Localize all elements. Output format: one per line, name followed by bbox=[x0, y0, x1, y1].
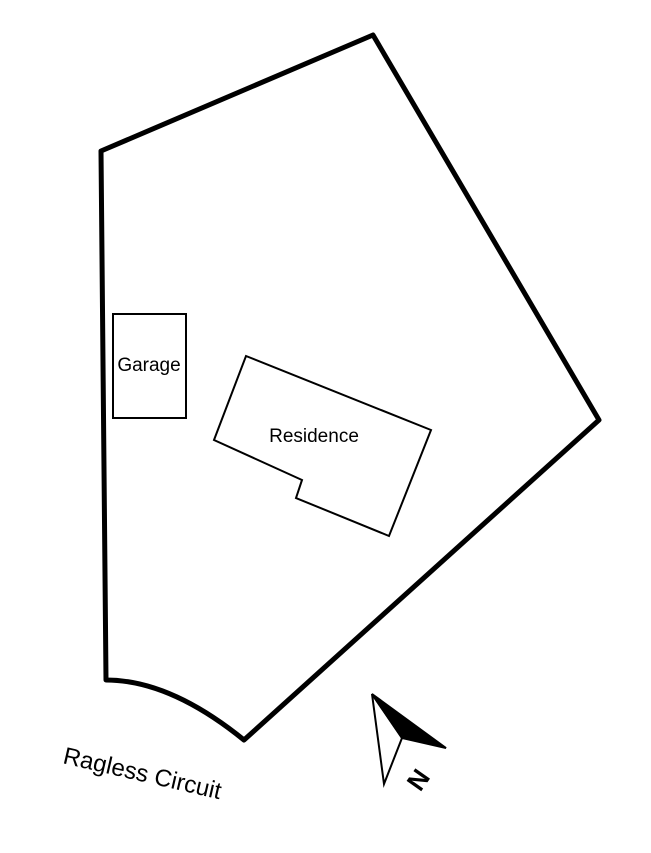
north-arrow-icon bbox=[371, 693, 447, 788]
garage-label: Garage bbox=[117, 355, 180, 376]
property-boundary bbox=[98, 32, 602, 743]
north-label: N bbox=[401, 763, 436, 796]
garage-outline bbox=[112, 313, 187, 419]
residence-outline bbox=[212, 354, 433, 538]
street-label: Ragless Circuit bbox=[61, 743, 225, 806]
residence-label: Residence bbox=[269, 426, 359, 447]
